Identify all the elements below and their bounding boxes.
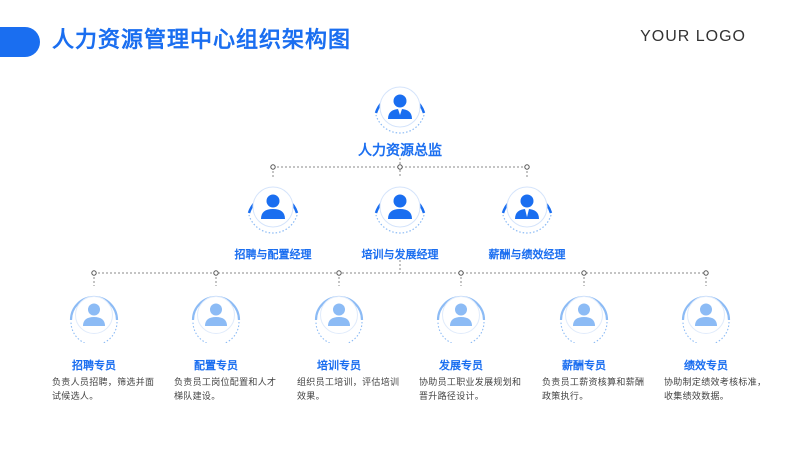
person-icon <box>681 295 731 343</box>
top-title: 人力资源总监 <box>358 143 442 159</box>
person-tie-icon <box>501 186 553 234</box>
person-icon <box>374 86 426 134</box>
logo: YOUR LOGO <box>640 28 746 45</box>
manager-node <box>370 177 430 237</box>
connector-dot <box>458 270 464 276</box>
specialist-description: 协助员工职业发展规划和晋升路径设计。 <box>419 378 522 402</box>
person-icon <box>191 295 241 343</box>
manager-title: 培训与发展经理 <box>361 248 439 261</box>
manager-node <box>243 177 303 237</box>
title-accent-bar <box>0 27 40 57</box>
manager-title: 招聘与配置经理 <box>234 248 312 261</box>
specialist-title: 发展专员 <box>439 359 483 372</box>
connector-dot <box>91 270 97 276</box>
person-icon <box>436 295 486 343</box>
specialist-node <box>66 287 122 343</box>
connector-dot <box>213 270 219 276</box>
specialist-title: 招聘专员 <box>72 359 116 372</box>
page-title: 人力资源管理中心组织架构图 <box>52 28 352 53</box>
connector-dot <box>703 270 709 276</box>
specialist-description: 负责员工岗位配置和人才梯队建设。 <box>174 378 277 402</box>
specialist-description: 负责员工薪资核算和薪酬政策执行。 <box>542 378 645 402</box>
connector-dot <box>581 270 587 276</box>
connector-dot <box>336 270 342 276</box>
connector-dot <box>397 164 403 170</box>
specialist-description: 组织员工培训，评估培训效果。 <box>297 378 400 402</box>
person-icon <box>247 186 299 234</box>
top-node <box>370 77 430 137</box>
specialist-title: 培训专员 <box>317 359 361 372</box>
specialist-node <box>188 287 244 343</box>
person-icon <box>69 295 119 343</box>
specialist-node <box>678 287 734 343</box>
person-icon <box>559 295 609 343</box>
person-icon <box>374 186 426 234</box>
connector-dot <box>270 164 276 170</box>
specialist-title: 薪酬专员 <box>562 359 606 372</box>
person-icon <box>314 295 364 343</box>
specialist-description: 负责人员招聘，筛选并面试候选人。 <box>52 378 155 402</box>
connector-dot <box>524 164 530 170</box>
specialist-node <box>556 287 612 343</box>
specialist-node <box>311 287 367 343</box>
specialist-title: 绩效专员 <box>684 359 728 372</box>
specialist-title: 配置专员 <box>194 359 238 372</box>
manager-title: 薪酬与绩效经理 <box>488 248 566 261</box>
specialist-node <box>433 287 489 343</box>
manager-node <box>497 177 557 237</box>
specialist-description: 协助制定绩效考核标准，收集绩效数据。 <box>664 378 767 402</box>
